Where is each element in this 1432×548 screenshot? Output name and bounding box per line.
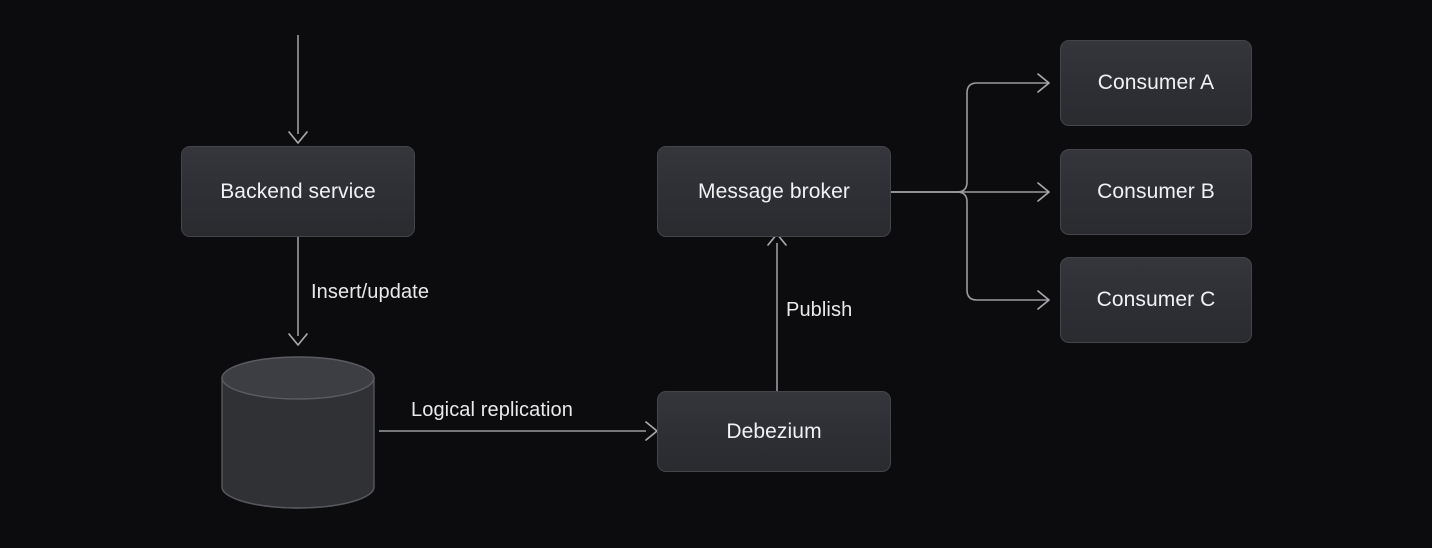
node-message-broker-label: Message broker [698, 179, 850, 203]
database-cylinder-icon [221, 356, 375, 509]
node-debezium[interactable]: Debezium [657, 391, 891, 472]
edge-external-to-backend [288, 35, 308, 144]
edge-debezium-to-broker [767, 233, 787, 392]
node-consumer-b-label: Consumer B [1097, 180, 1215, 203]
edge-backend-to-database [288, 237, 308, 346]
node-consumer-a-label: Consumer A [1097, 71, 1215, 94]
edge-label-logical-replication-text: Logical replication [411, 399, 573, 421]
edge-label-logical-replication: Logical replication [411, 399, 573, 422]
edge-broker-to-consumers [891, 73, 1050, 310]
edge-label-publish-text: Publish [786, 299, 853, 321]
node-consumer-a[interactable]: Consumer A [1060, 40, 1252, 126]
edge-database-to-debezium [379, 421, 658, 441]
edge-label-publish: Publish [786, 299, 852, 322]
node-debezium-label: Debezium [726, 419, 822, 443]
node-consumer-b[interactable]: Consumer B [1060, 149, 1252, 235]
node-message-broker[interactable]: Message broker [657, 146, 891, 237]
edge-label-insert-update: Insert/update [311, 281, 429, 304]
node-backend-service[interactable]: Backend service [181, 146, 415, 237]
node-consumer-c[interactable]: Consumer C [1060, 257, 1252, 343]
node-backend-service-label: Backend service [220, 179, 376, 203]
node-consumer-c-label: Consumer C [1096, 288, 1216, 311]
edge-label-insert-update-text: Insert/update [311, 281, 430, 303]
